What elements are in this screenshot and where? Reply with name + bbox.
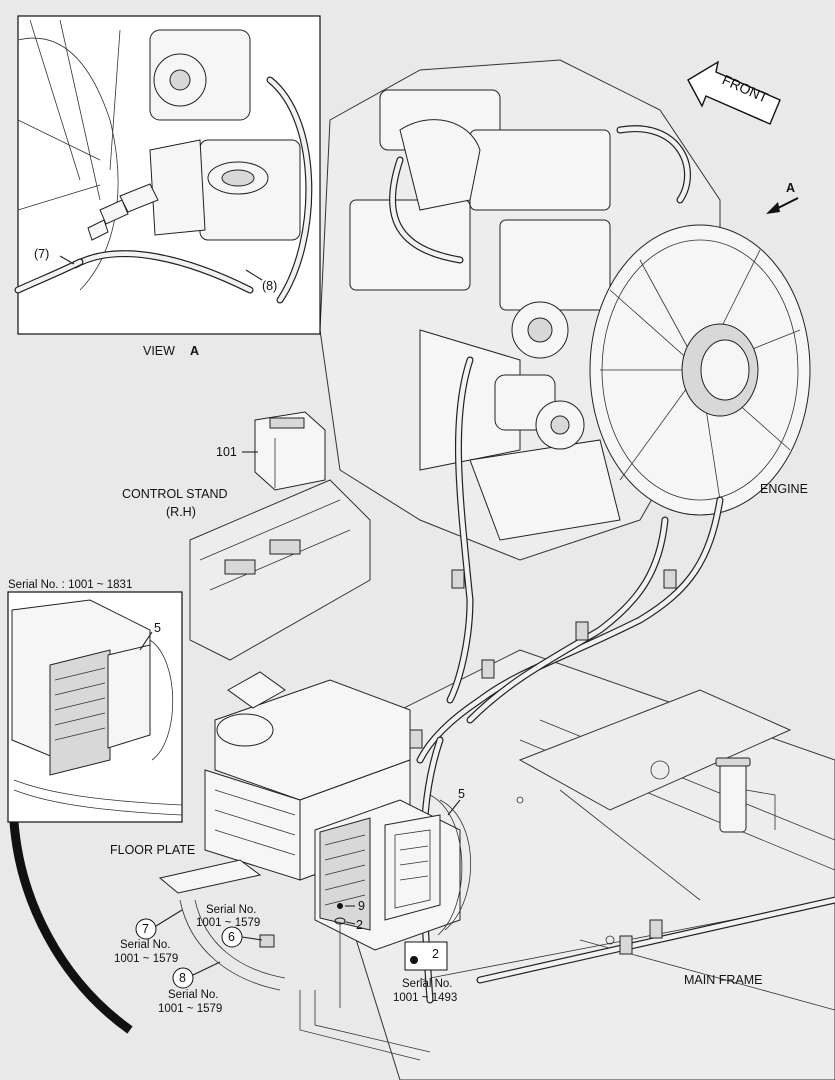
serial-7-line2: 1001 ~ 1579 xyxy=(114,953,178,965)
bolt-9-icon xyxy=(337,903,343,909)
serial-7-line1: Serial No. xyxy=(120,939,171,951)
nut-2-icon xyxy=(410,956,418,964)
leader-7 xyxy=(155,909,183,927)
callout-9: 9 xyxy=(358,899,365,913)
callout-8-inset: (8) xyxy=(262,279,277,293)
callout-2-box xyxy=(404,941,448,971)
main-frame-label: MAIN FRAME xyxy=(684,973,762,987)
serial-2-line2: 1001 ~ 1493 xyxy=(393,992,457,1004)
callout-8: 8 xyxy=(179,971,186,985)
callout-2b: 2 xyxy=(432,947,439,961)
callout-7-inset: (7) xyxy=(34,247,49,261)
leader-8 xyxy=(192,961,221,976)
inset-connector-arc xyxy=(9,821,133,1034)
floor-plate-drawing xyxy=(158,859,431,1061)
serial-inset: 5 xyxy=(7,591,183,823)
hvac-unit-drawing xyxy=(204,671,472,951)
view-a-inset: (7) (8) xyxy=(14,15,321,335)
callout-8-circle xyxy=(172,967,194,989)
serial-2-line1: Serial No. xyxy=(402,978,453,990)
callout-101: 101 xyxy=(216,445,237,459)
control-stand-label: CONTROL STAND xyxy=(122,487,228,501)
engine-label: ENGINE xyxy=(760,482,808,496)
view-a-label: VIEW xyxy=(143,344,175,358)
control-stand-drawing xyxy=(189,411,371,661)
view-a-arrow: A xyxy=(766,181,799,214)
floor-plate-label: FLOOR PLATE xyxy=(110,843,195,857)
callout-5: 5 xyxy=(458,787,465,801)
serial-9-line2: 1001 ~ 1579 xyxy=(196,917,260,929)
callout-6: 6 xyxy=(228,930,235,944)
view-a-letter: A xyxy=(190,344,199,358)
callout-5-inset: 5 xyxy=(154,621,161,635)
leader-5 xyxy=(447,799,461,816)
control-stand-sub-label: (R.H) xyxy=(166,505,196,519)
leader-6 xyxy=(241,936,263,941)
serial-8-line2: 1001 ~ 1579 xyxy=(158,1003,222,1015)
callout-7-circle xyxy=(135,918,157,940)
leader-2a xyxy=(345,921,356,925)
arrow-a-label: A xyxy=(786,181,795,195)
serial-9-line1: Serial No. xyxy=(206,904,257,916)
serial-8-line1: Serial No. xyxy=(168,989,219,1001)
callout-2a: 2 xyxy=(356,918,363,932)
engine-drawing xyxy=(319,59,811,561)
serial-inset-title: Serial No. : 1001 ~ 1831 xyxy=(8,579,132,591)
front-arrow: FRONT xyxy=(687,60,781,125)
callout-7: 7 xyxy=(142,922,149,936)
